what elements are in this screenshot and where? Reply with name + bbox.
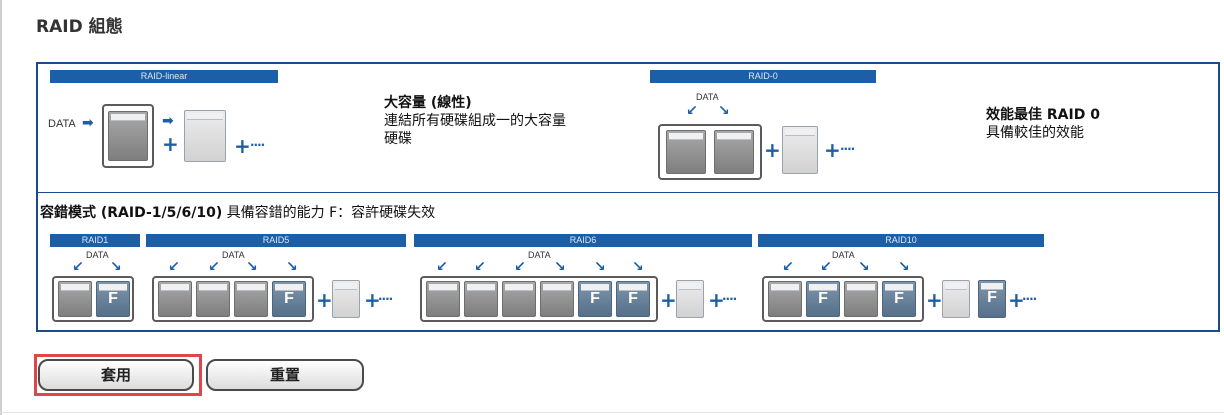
- failed-disk-icon: [272, 281, 306, 317]
- raid0-description: 效能最佳 RAID 0 具備較佳的效能: [986, 106, 1100, 142]
- plus-icon: +: [660, 288, 677, 312]
- down-left-arrow-icon: ↙: [686, 103, 698, 119]
- right-arrow-icon: ➡: [162, 113, 174, 129]
- plus-icon: +: [364, 288, 381, 312]
- disk-icon: [158, 281, 192, 317]
- down-right-arrow-icon: ↘: [718, 103, 730, 119]
- down-right-arrow-icon: ↘: [110, 259, 122, 275]
- failed-disk-icon: [616, 281, 650, 317]
- down-left-arrow-icon: ↙: [474, 259, 486, 275]
- disk-icon: [426, 281, 460, 317]
- plus-icon: +: [926, 288, 943, 312]
- plus-icon: +: [824, 138, 841, 162]
- raid-linear-disk-frame: [102, 104, 154, 168]
- reset-button[interactable]: 重置: [206, 359, 364, 391]
- disk-icon: [502, 281, 536, 317]
- disk-icon: [676, 280, 704, 318]
- raid5-data-label: DATA: [222, 250, 245, 260]
- apply-button-highlight: [34, 354, 202, 396]
- down-left-arrow-icon: ↙: [436, 259, 448, 275]
- down-right-arrow-icon: ↘: [858, 259, 870, 275]
- disk-icon: [540, 281, 574, 317]
- down-right-arrow-icon: ↘: [594, 259, 606, 275]
- raid5-disk-frame: [152, 276, 314, 322]
- raid6-disk-frame: [420, 276, 658, 322]
- down-left-arrow-icon: ↙: [514, 259, 526, 275]
- down-right-arrow-icon: ↘: [554, 259, 566, 275]
- raid-linear-desc-line2: 硬碟: [384, 131, 412, 147]
- more-dots-icon: ····: [250, 138, 265, 152]
- down-right-arrow-icon: ↘: [898, 259, 910, 275]
- raid-linear-description: 大容量 (線性) 連結所有硬碟組成一的大容量 硬碟: [384, 94, 566, 148]
- down-right-arrow-icon: ↘: [286, 259, 298, 275]
- disk-icon: [332, 280, 360, 318]
- plus-icon: +: [316, 288, 333, 312]
- bottom-separator: [0, 412, 1224, 413]
- disk-icon: [464, 281, 498, 317]
- more-dots-icon: ····: [722, 292, 737, 306]
- raid10-disk-frame: [762, 276, 924, 322]
- more-dots-icon: ····: [1022, 292, 1037, 306]
- disk-icon: [108, 111, 148, 161]
- down-left-arrow-icon: ↙: [168, 259, 180, 275]
- failed-disk-icon: [96, 281, 130, 317]
- disk-icon: [58, 281, 92, 317]
- plus-icon: +: [162, 132, 179, 156]
- failed-disk-icon: [578, 281, 612, 317]
- failed-disk-icon: [882, 281, 916, 317]
- left-border: [0, 0, 2, 415]
- disk-icon: [942, 280, 970, 318]
- disk-icon: [196, 281, 230, 317]
- raid0-desc: 具備較佳的效能: [986, 125, 1084, 141]
- raid10-bar: RAID10: [758, 234, 1044, 247]
- raid0-disk-frame: [658, 124, 762, 180]
- raid6-data-label: DATA: [528, 250, 551, 260]
- disk-icon: [184, 110, 226, 162]
- raid-linear-bar: RAID-linear: [50, 70, 278, 83]
- disk-icon: [234, 281, 268, 317]
- fault-tolerant-heading: 容錯模式 (RAID-1/5/6/10) 具備容錯的能力 F：容許硬碟失效: [40, 202, 435, 222]
- disk-icon: [844, 281, 878, 317]
- raid0-bar: RAID-0: [650, 70, 876, 83]
- disk-icon: [714, 130, 754, 174]
- disk-icon: [768, 281, 802, 317]
- plus-icon: +: [234, 134, 251, 158]
- down-right-arrow-icon: ↘: [246, 259, 258, 275]
- raid-linear-title: 大容量 (線性): [384, 95, 472, 111]
- down-left-arrow-icon: ↙: [208, 259, 220, 275]
- more-dots-icon: ····: [840, 142, 855, 156]
- fault-tolerant-title: 容錯模式 (RAID-1/5/6/10): [40, 205, 223, 221]
- section-title: RAID 組態: [36, 17, 123, 37]
- down-right-arrow-icon: ↘: [632, 259, 644, 275]
- disk-icon: [782, 126, 818, 174]
- plus-icon: +: [708, 288, 725, 312]
- failed-disk-icon: [806, 281, 840, 317]
- failed-disk-icon: [978, 280, 1006, 318]
- down-left-arrow-icon: ↙: [820, 259, 832, 275]
- raid-diagram-panel: RAID-linear DATA ➡ ➡ + + ···· 大容量 (線性) 連…: [36, 62, 1220, 332]
- right-arrow-icon: ➡: [82, 115, 94, 131]
- raid-linear-desc-line1: 連結所有硬碟組成一的大容量: [384, 113, 566, 129]
- raid1-data-label: DATA: [86, 250, 109, 260]
- raid0-title: 效能最佳 RAID 0: [986, 107, 1100, 123]
- plus-icon: +: [764, 138, 781, 162]
- fault-tolerant-desc: 具備容錯的能力 F：容許硬碟失效: [222, 205, 436, 221]
- raid0-data-label: DATA: [696, 92, 719, 102]
- raid5-bar: RAID5: [146, 234, 406, 247]
- raid1-bar: RAID1: [50, 234, 140, 247]
- more-dots-icon: ····: [378, 292, 393, 306]
- raid1-disk-frame: [52, 276, 134, 322]
- apply-button[interactable]: 套用: [38, 359, 194, 391]
- raid6-bar: RAID6: [414, 234, 752, 247]
- down-left-arrow-icon: ↙: [72, 259, 84, 275]
- plus-icon: +: [1008, 288, 1025, 312]
- down-left-arrow-icon: ↙: [782, 259, 794, 275]
- raid10-data-label: DATA: [832, 250, 855, 260]
- raid-linear-data-label: DATA: [48, 118, 76, 130]
- section-divider: [38, 192, 1218, 193]
- disk-icon: [666, 130, 706, 174]
